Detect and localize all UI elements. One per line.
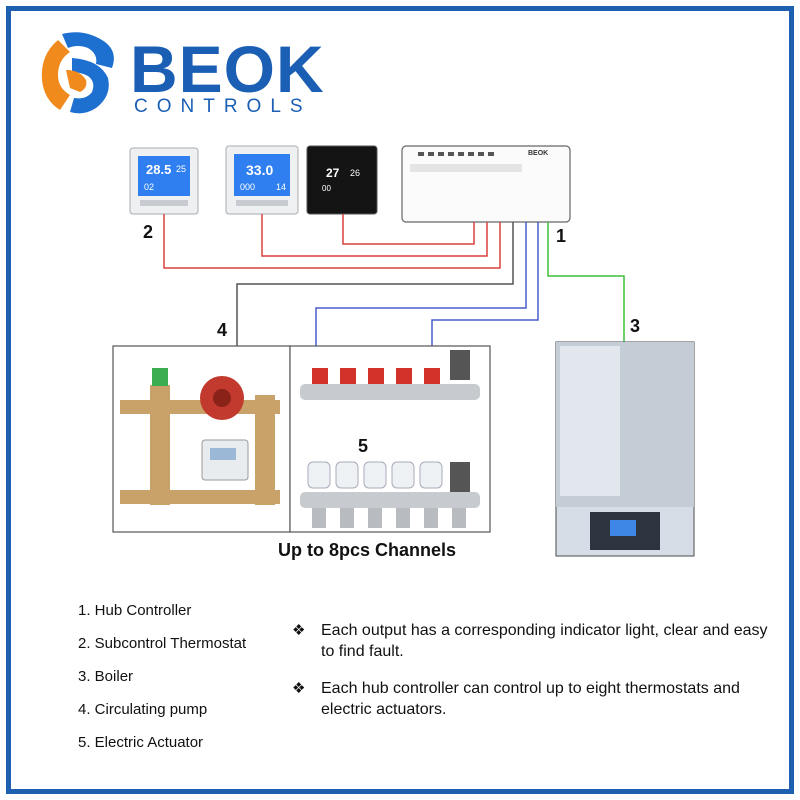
boiler-wire [547, 222, 625, 342]
thermostat-1-small-readout: 02 [144, 182, 155, 192]
thermostat-3 [306, 145, 378, 215]
callout-4: 4 [217, 320, 228, 340]
callout-5: 5 [358, 436, 369, 456]
pump-wire [236, 222, 514, 358]
bullet-icon: ❖ [292, 680, 306, 697]
thermostat-3-main-readout: 27 [326, 166, 340, 180]
hub-label: BEOK [528, 150, 549, 157]
callout-1: 1 [556, 226, 567, 246]
circulating-pump-assembly [112, 345, 291, 533]
legend-item-hub-controller: 1. Hub Controller [78, 602, 192, 619]
legend-item-circulating-pump: 4. Circulating pump [78, 701, 208, 718]
thermostat-1-set-readout: 25 [176, 164, 187, 174]
thermostat-2 [225, 145, 299, 215]
note-text: Each output has a corresponding indicato… [321, 622, 768, 660]
thermostat-wires [163, 214, 501, 269]
legend-item-electric-actuator: 5. Electric Actuator [78, 734, 204, 751]
note-text: Each hub controller can control up to ei… [321, 680, 740, 718]
brand-name: BEOK [130, 32, 325, 106]
legend-item-subcontrol-thermostat: 2. Subcontrol Thermostat [78, 635, 247, 652]
thermostat-2-set-readout: 14 [276, 182, 287, 192]
bullet-icon: ❖ [292, 622, 306, 639]
legend: 1. Hub Controller 2. Subcontrol Thermost… [78, 594, 246, 759]
legend-item-boiler: 3. Boiler [78, 668, 134, 685]
hub-controller [401, 145, 571, 223]
thermostat-2-small-readout: 000 [240, 182, 256, 192]
boiler [555, 341, 695, 557]
channels-caption: Up to 8pcs Channels [278, 540, 457, 560]
thermostat-1-main-readout: 28.5 [146, 162, 172, 177]
manifold [289, 345, 491, 533]
thermostat-3-set-readout: 26 [350, 168, 361, 178]
callout-3: 3 [630, 316, 641, 336]
note-indicator-light: ❖ Each output has a corresponding indica… [292, 620, 772, 662]
callout-2: 2 [143, 222, 154, 242]
thermostat-1 [129, 147, 199, 215]
thermostat-2-main-readout: 33.0 [246, 162, 274, 178]
thermostat-3-small-readout: 00 [322, 184, 331, 193]
brand-tagline: CONTROLS [134, 96, 312, 117]
beok-logo-icon [41, 32, 114, 114]
note-hub-capacity: ❖ Each hub controller can control up to … [292, 678, 772, 720]
